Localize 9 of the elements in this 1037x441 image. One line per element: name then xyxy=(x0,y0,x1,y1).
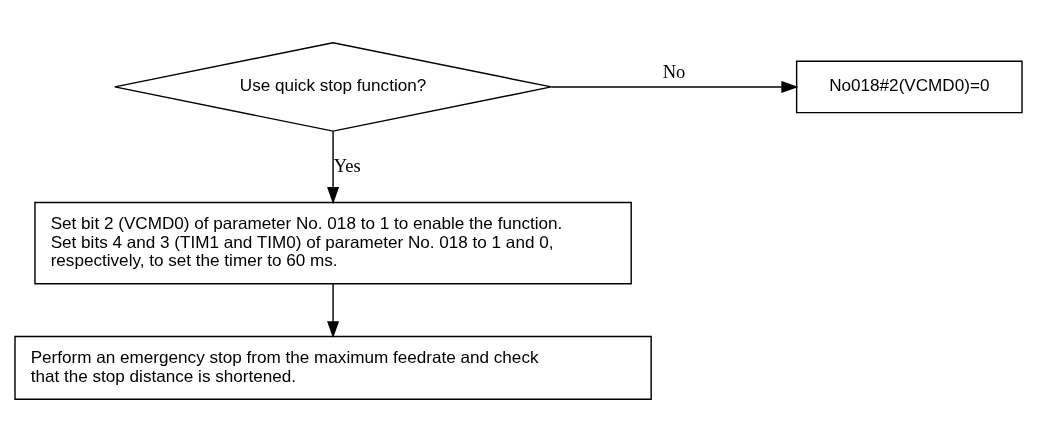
arrow xyxy=(550,80,799,93)
node-diamond: Use quick stop function? xyxy=(114,41,553,132)
edge-label: No xyxy=(662,60,686,82)
arrow xyxy=(327,130,340,204)
node-box: Perform an emergency stop from the maximum feedrate and check that the stop distance is shortened. xyxy=(14,335,652,400)
edge-label: Yes xyxy=(333,154,361,176)
node-box: Set bit 2 (VCMD0) of parameter No. 018 to 1 to enable the function. Set bits 4 and 3 (TIM1 and TIM0) of parameter No. 018 to 1 and 0, respectively, to set the timer to 60 ms. xyxy=(34,201,632,284)
arrow xyxy=(327,282,340,338)
node-box: No018#2(VCMD0)=0 xyxy=(795,60,1023,113)
